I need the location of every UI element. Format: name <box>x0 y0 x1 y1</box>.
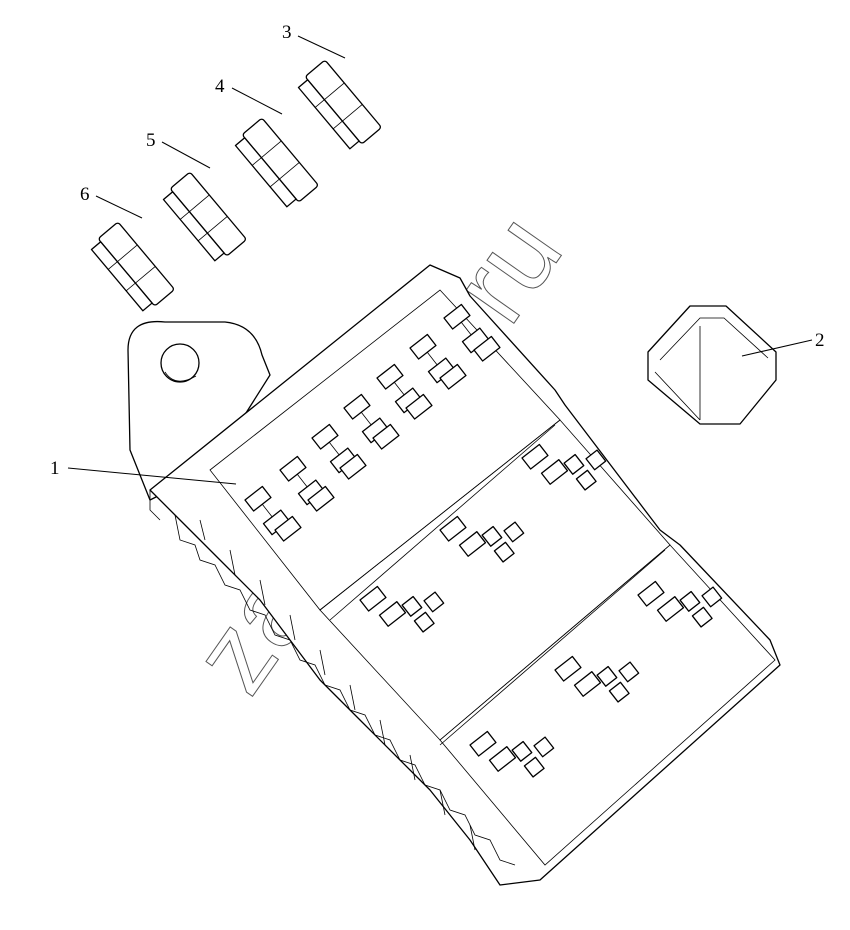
relay-socket <box>637 580 723 628</box>
callout-3: 3 <box>282 22 346 59</box>
fuse-5 <box>162 172 246 262</box>
relay-socket <box>521 443 607 491</box>
mini-fuse-rows <box>244 303 501 542</box>
relay-socket <box>554 655 640 703</box>
box-outline <box>149 264 781 886</box>
callout-label-4: 4 <box>215 76 225 97</box>
callout-label-5: 5 <box>146 130 156 151</box>
callout-label-2: 2 <box>815 330 825 351</box>
fuse-box-body <box>127 264 781 886</box>
relay-cube <box>647 305 777 425</box>
side-skirt <box>149 490 516 866</box>
fuse-4 <box>234 118 318 208</box>
mounting-hole <box>160 343 200 383</box>
fuse-6 <box>90 222 174 312</box>
callout-6: 6 <box>80 184 143 219</box>
relay-socket <box>439 515 525 563</box>
callout-2: 2 <box>741 330 825 357</box>
callout-4: 4 <box>215 76 283 115</box>
relay-sockets <box>359 443 723 778</box>
callout-label-3: 3 <box>282 22 292 43</box>
callout-label-6: 6 <box>80 184 90 205</box>
section-divider <box>329 424 556 621</box>
callout-label-1: 1 <box>50 458 60 479</box>
relay-socket <box>359 585 445 633</box>
callout-1: 1 <box>50 458 237 485</box>
fuse-3 <box>297 60 381 150</box>
callout-5: 5 <box>146 130 211 169</box>
relay-socket <box>469 730 555 778</box>
